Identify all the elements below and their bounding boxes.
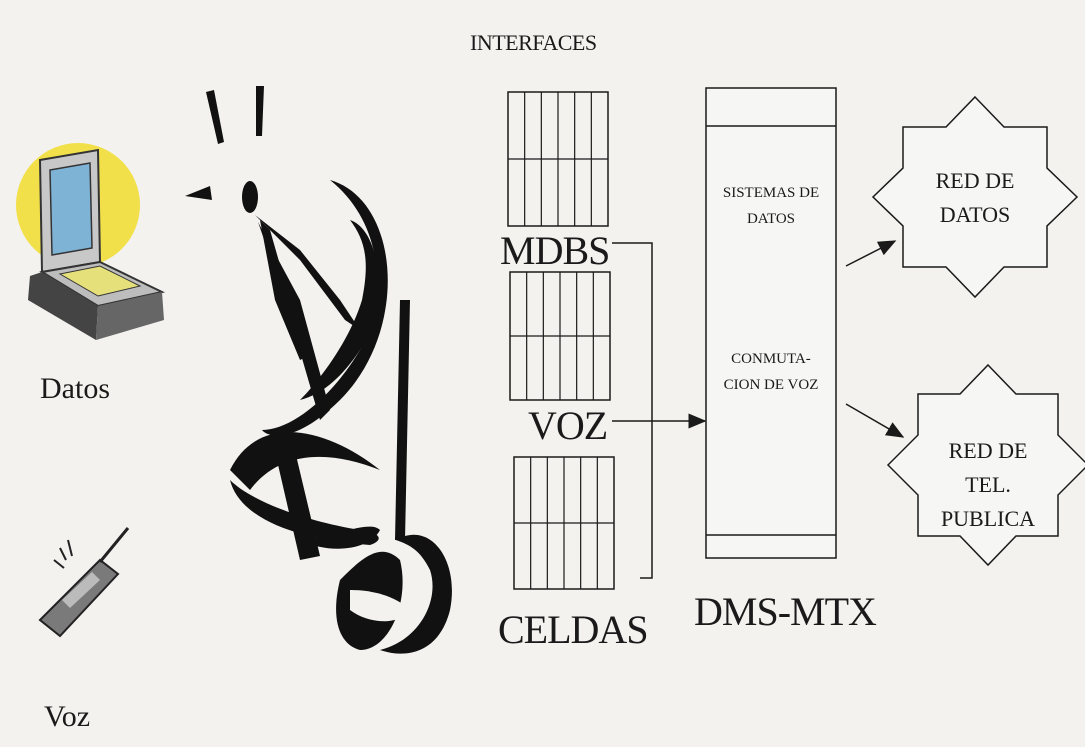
data-network-line-1: RED DE — [935, 168, 1015, 193]
phone-network-label: RED DE TEL. PUBLICA — [918, 434, 1058, 536]
interface-card-grid-celdas — [513, 456, 615, 590]
phone-network-line-1: RED DE — [948, 438, 1028, 463]
interface-label-mdbs: MDBS — [500, 228, 610, 273]
mobile-phone-icon — [38, 527, 130, 638]
antenna-signal-graphic — [185, 86, 452, 654]
data-network-line-2: DATOS — [939, 202, 1011, 227]
switch-to-phone-network-arrow — [845, 403, 905, 438]
interface-label-voz: VOZ — [528, 403, 608, 448]
phone-network-line-3: PUBLICA — [940, 506, 1036, 531]
diagram-title: INTERFACES — [470, 30, 597, 55]
dms-mtx-switch-box — [705, 87, 837, 559]
switch-voice-line-2: CION DE VOZ — [723, 377, 819, 393]
mdbs-connector-line — [612, 242, 653, 579]
data-device-label: Datos — [40, 372, 110, 405]
interface-card-grid-voz — [509, 271, 611, 401]
data-network-star — [871, 95, 1079, 299]
switch-voice-line-1: CONMUTA- — [731, 351, 811, 367]
switch-label: DMS-MTX — [694, 589, 877, 634]
switch-data-section: SISTEMAS DE DATOS — [706, 180, 836, 232]
data-network-label: RED DE DATOS — [903, 164, 1047, 232]
interface-card-grid-mdbs — [507, 91, 609, 227]
interface-label-celdas: CELDAS — [498, 607, 649, 652]
laptop-icon — [16, 143, 166, 340]
switch-voice-section: CONMUTA- CION DE VOZ — [706, 346, 836, 398]
phone-network-star — [886, 363, 1085, 567]
switch-data-line-2: DATOS — [746, 211, 796, 227]
switch-data-line-1: SISTEMAS DE — [722, 185, 820, 201]
phone-network-line-2: TEL. — [965, 472, 1011, 497]
voice-device-label: Voz — [44, 700, 91, 733]
switch-to-data-network-arrow — [845, 240, 897, 267]
